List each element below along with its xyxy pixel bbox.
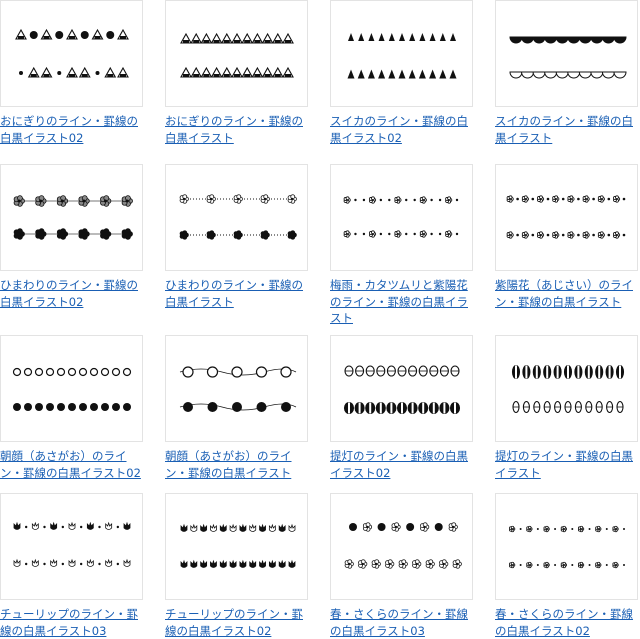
item-link[interactable]: スイカのライン・罫線の白黒イラスト02 (330, 114, 468, 145)
grid-item[interactable]: 提灯のライン・罫線の白黒イラスト02 (330, 335, 495, 493)
item-link[interactable]: 紫陽花（あじさい）のライン・罫線の白黒イラスト (495, 278, 633, 309)
grid-item[interactable]: おにぎりのライン・罫線の白黒イラスト (165, 0, 330, 164)
lantern-tall-icon (511, 364, 625, 414)
item-link[interactable]: ひまわりのライン・罫線の白黒イラスト02 (0, 278, 138, 309)
thumbnail[interactable] (0, 335, 143, 442)
grid-item[interactable]: 春・さくらのライン・罫線の白黒イラスト02 (495, 493, 640, 638)
item-link[interactable]: 朝顔（あさがお）のライン・罫線の白黒イラスト02 (0, 449, 141, 480)
thumbnail[interactable] (330, 493, 473, 600)
grid-item[interactable]: ひまわりのライン・罫線の白黒イラスト (165, 164, 330, 335)
thumbnail[interactable] (495, 493, 638, 600)
hydrangea-icon (506, 195, 626, 239)
tulip-dense-icon (180, 523, 296, 568)
watermelon-wedge-icon (347, 33, 457, 79)
thumbnail[interactable] (495, 335, 638, 442)
thumbnail[interactable] (165, 0, 308, 107)
thumbnail[interactable] (165, 493, 308, 600)
item-link[interactable]: ひまわりのライン・罫線の白黒イラスト (165, 278, 303, 309)
grid-item[interactable]: 朝顔（あさがお）のライン・罫線の白黒イラスト (165, 335, 330, 493)
item-link[interactable]: チューリップのライン・罫線の白黒イラスト03 (0, 607, 138, 638)
lantern-round-icon (343, 365, 461, 415)
grid-item[interactable]: 紫陽花（あじさい）のライン・罫線の白黒イラスト (495, 164, 640, 335)
watermelon-slice-icon (509, 36, 627, 79)
item-link[interactable]: スイカのライン・罫線の白黒イラスト (495, 114, 633, 145)
grid-item[interactable]: チューリップのライン・罫線の白黒イラスト03 (0, 493, 165, 638)
grid-item[interactable]: 朝顔（あさがお）のライン・罫線の白黒イラスト02 (0, 335, 165, 493)
thumbnail[interactable] (0, 493, 143, 600)
item-link[interactable]: チューリップのライン・罫線の白黒イラスト02 (165, 607, 303, 638)
thumbnail[interactable] (165, 335, 308, 442)
grid-item[interactable]: おにぎりのライン・罫線の白黒イラスト02 (0, 0, 165, 164)
snail-hydrangea-icon (343, 196, 459, 238)
item-link[interactable]: 梅雨・カタツムリと紫陽花のライン・罫線の白黒イラスト (330, 278, 468, 325)
item-link[interactable]: おにぎりのライン・罫線の白黒イラスト02 (0, 114, 138, 145)
grid-item[interactable]: チューリップのライン・罫線の白黒イラスト02 (165, 493, 330, 638)
onigiri-row-icon (180, 32, 294, 78)
morning-glory-vine-icon (179, 366, 297, 412)
item-link[interactable]: 提灯のライン・罫線の白黒イラスト (495, 449, 633, 480)
grid-item[interactable]: 梅雨・カタツムリと紫陽花のライン・罫線の白黒イラスト (330, 164, 495, 335)
thumbnail[interactable] (165, 164, 308, 271)
grid-item[interactable]: スイカのライン・罫線の白黒イラスト (495, 0, 640, 164)
grid-item[interactable]: 春・さくらのライン・罫線の白黒イラスト03 (330, 493, 495, 638)
thumbnail[interactable] (330, 335, 473, 442)
sakura-light-icon (509, 525, 625, 569)
grid-item[interactable]: スイカのライン・罫線の白黒イラスト02 (330, 0, 495, 164)
grid-item[interactable]: ひまわりのライン・罫線の白黒イラスト02 (0, 164, 165, 335)
grid-item[interactable]: 提灯のライン・罫線の白黒イラスト (495, 335, 640, 493)
thumbnail[interactable] (495, 164, 638, 271)
item-link[interactable]: おにぎりのライン・罫線の白黒イラスト (165, 114, 303, 145)
thumbnail[interactable] (0, 0, 143, 107)
thumbnail[interactable] (0, 164, 143, 271)
onigiri-mix-icon (15, 28, 129, 78)
sakura-bold-icon (344, 522, 462, 569)
thumbnail[interactable] (330, 0, 473, 107)
thumbnail[interactable] (495, 0, 638, 107)
thumbnail[interactable] (330, 164, 473, 271)
item-link[interactable]: 提灯のライン・罫線の白黒イラスト02 (330, 449, 468, 480)
morning-glory-icon (12, 367, 132, 411)
item-link[interactable]: 春・さくらのライン・罫線の白黒イラスト03 (330, 607, 468, 638)
sunflower-dotted-icon (179, 194, 297, 240)
tulip-sparse-icon (13, 521, 131, 567)
sunflower-line-icon (13, 195, 133, 240)
item-link[interactable]: 朝顔（あさがお）のライン・罫線の白黒イラスト (165, 449, 292, 480)
item-link[interactable]: 春・さくらのライン・罫線の白黒イラスト02 (495, 607, 633, 638)
